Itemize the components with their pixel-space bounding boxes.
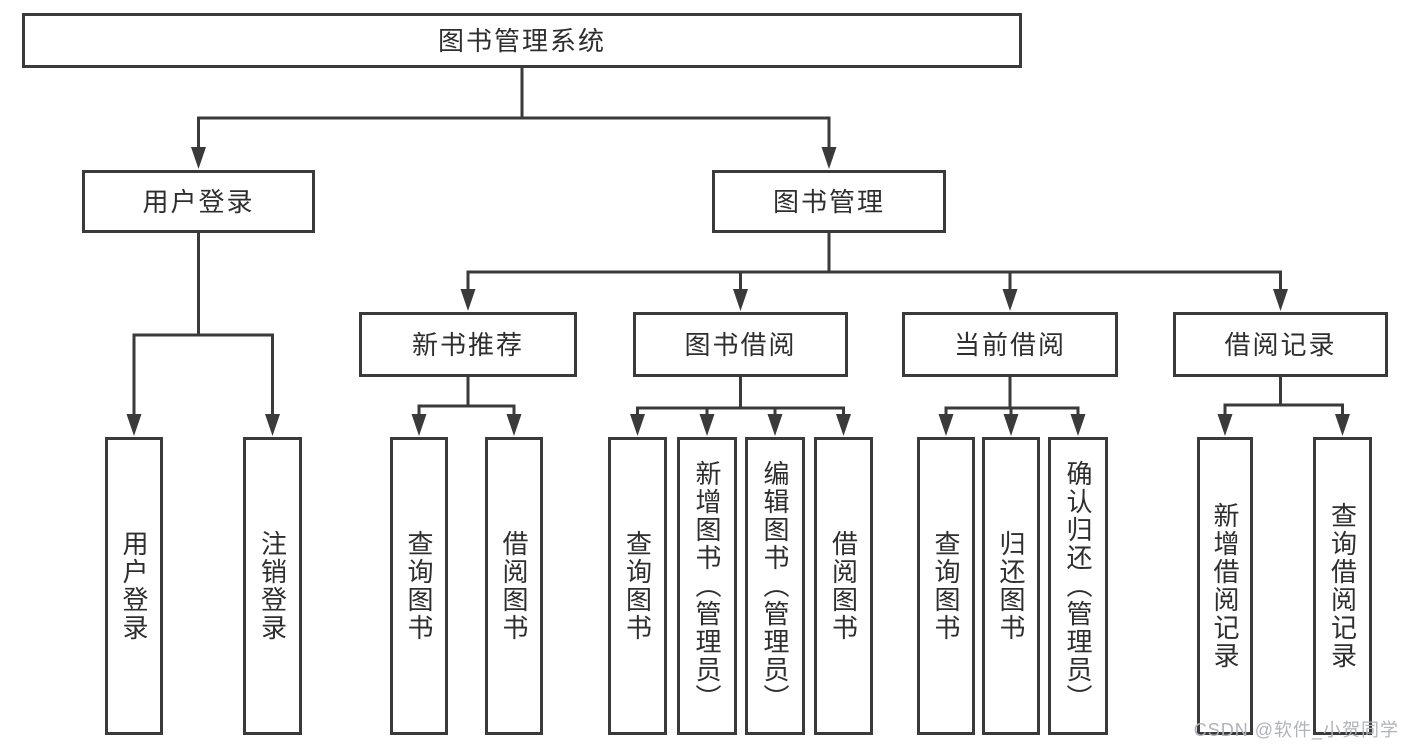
node-label: 新增图书（管理员） [692,460,722,712]
node-current-borrow: 当前借阅 [902,312,1118,377]
node-leaf-cb-return: 归还图书 [982,437,1040,735]
node-label: 用户登录 [119,530,149,642]
node-leaf-br-add: 新增借阅记录 [1197,437,1253,735]
node-label: 查询图书 [404,530,434,642]
node-label: 编辑图书（管理员） [760,460,790,712]
node-label: 借阅图书 [828,530,859,642]
node-leaf-rec-borrow: 借阅图书 [485,437,543,735]
node-leaf-bb-borrow: 借阅图书 [814,437,873,735]
node-leaf-login: 用户登录 [105,437,163,735]
connector-path [636,375,845,420]
node-label: 借阅图书 [499,530,529,642]
node-user-login: 用户登录 [82,170,315,233]
node-new-book-rec: 新书推荐 [359,312,577,377]
arrowhead-icon [767,414,783,436]
node-label: 借阅记录 [1224,329,1337,360]
node-leaf-logout: 注销登录 [243,437,302,735]
arrowhead-icon [265,414,280,436]
arrowhead-icon [126,414,142,436]
arrowhead-icon [630,414,645,436]
arrowhead-icon [1002,289,1018,311]
node-leaf-br-query: 查询借阅记录 [1313,437,1372,735]
arrowhead-icon [411,414,427,436]
connector-path [417,375,516,420]
arrowhead-icon [1273,289,1288,311]
node-label: 查询图书 [622,530,653,642]
watermark: CSDN @软件_小贺同学 [1193,720,1399,740]
arrowhead-icon [1070,414,1086,436]
connector-path [944,375,1080,420]
node-label: 新书推荐 [411,329,524,360]
node-root: 图书管理系统 [22,13,1022,68]
node-label: 查询借阅记录 [1327,502,1358,670]
node-borrow-record: 借阅记录 [1173,312,1388,377]
connector-path [197,66,831,153]
connector-path [1223,375,1344,420]
node-label: 注销登录 [257,530,288,642]
arrowhead-icon [1335,414,1350,436]
node-leaf-bb-add: 新增图书（管理员） [677,437,737,735]
arrowhead-icon [938,414,954,436]
node-label: 新增借阅记录 [1210,502,1240,670]
connector-path [132,231,274,420]
arrowhead-icon [1003,414,1019,436]
arrowhead-icon [836,414,851,436]
node-book-borrow: 图书借阅 [633,312,848,377]
node-leaf-bb-query: 查询图书 [608,437,667,735]
node-label: 确认归还（管理员） [1063,460,1093,712]
arrowhead-icon [506,414,522,436]
connector-path [466,231,1282,295]
node-label: 图书管理 [772,186,885,217]
node-leaf-rec-query: 查询图书 [390,437,448,735]
arrowhead-icon [1217,414,1233,436]
arrowhead-icon [699,414,715,436]
node-book-mgmt: 图书管理 [712,170,946,233]
node-label: 当前借阅 [953,329,1066,360]
arrowhead-icon [460,289,476,311]
arrowhead-icon [821,147,837,169]
node-label: 查询图书 [931,530,961,642]
node-label: 归还图书 [996,530,1026,642]
node-leaf-bb-edit: 编辑图书（管理员） [745,437,805,735]
node-leaf-cb-confirm: 确认归还（管理员） [1048,437,1108,735]
node-label: 图书借阅 [684,329,797,360]
node-label: 图书管理系统 [437,25,606,56]
node-leaf-cb-query: 查询图书 [917,437,975,735]
node-label: 用户登录 [142,186,255,217]
arrowhead-icon [733,289,748,311]
arrowhead-icon [191,147,206,169]
